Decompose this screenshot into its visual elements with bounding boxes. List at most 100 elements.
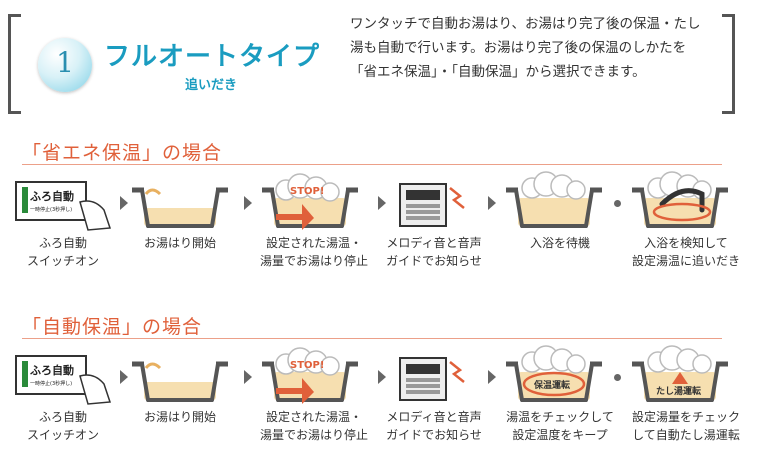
step-label-line2: ガイドでお知らせ bbox=[386, 254, 482, 268]
remote-button-text: ふろ自動 bbox=[30, 189, 74, 203]
panel-buttons bbox=[406, 216, 440, 220]
step-label: 設定湯量をチェックして自動たし湯運転 bbox=[616, 408, 756, 444]
step-label-line2: 湯量でお湯はり停止 bbox=[259, 428, 368, 442]
flow-arrow-icon bbox=[378, 370, 386, 384]
sound-wave-icon bbox=[449, 361, 465, 383]
step-label-line1: ふろ自動 bbox=[38, 410, 87, 424]
hand-icon bbox=[79, 200, 112, 231]
bathtub-stop-icon: STOP! bbox=[262, 173, 358, 230]
type-title: フルオートタイプ bbox=[104, 42, 321, 72]
remote-led bbox=[22, 187, 28, 213]
water-fill bbox=[644, 372, 716, 400]
reheat-arrow bbox=[652, 202, 712, 222]
sound-wave-icon bbox=[449, 187, 465, 209]
flow-arrow-icon bbox=[488, 370, 496, 384]
refill-text: たし湯運転 bbox=[656, 385, 701, 397]
step-label-line1: メロディ音と音声 bbox=[386, 236, 482, 250]
right-bracket bbox=[722, 14, 735, 114]
hand-icon bbox=[79, 374, 112, 405]
flow-arrow-icon bbox=[488, 196, 496, 210]
left-bracket bbox=[8, 14, 21, 114]
remote-led bbox=[22, 361, 28, 387]
bathtub-stop-icon: STOP! bbox=[262, 347, 358, 404]
step-label-line1: お湯はり開始 bbox=[143, 410, 216, 424]
step-label-line2: 湯量でお湯はり停止 bbox=[259, 254, 368, 268]
panel-buttons bbox=[406, 210, 440, 214]
badge-number: 1 bbox=[56, 46, 74, 79]
step-label-line2: スイッチオン bbox=[26, 254, 99, 268]
panel-buttons bbox=[406, 378, 440, 382]
step-label-line2: 設定湯温に追いだき bbox=[631, 254, 740, 268]
description: ワンタッチで自動お湯はり、お湯はり完了後の保温・たし湯も自動で行います。お湯はり… bbox=[350, 16, 701, 80]
flow-arrow-icon bbox=[244, 196, 252, 210]
step-label-line2: 設定温度をキープ bbox=[512, 428, 608, 442]
step-label: 入浴を検知して設定湯温に追いだき bbox=[616, 234, 756, 270]
bathtub-waiting-icon: 保温運転 bbox=[506, 345, 602, 402]
stop-text: STOP! bbox=[290, 360, 324, 371]
steam-cloud bbox=[692, 354, 712, 374]
water-fill bbox=[518, 198, 590, 226]
step-label: メロディ音と音声ガイドでお知らせ bbox=[384, 234, 484, 270]
step-label: 設定された湯温・湯量でお湯はり停止 bbox=[250, 408, 378, 444]
step-label: お湯はり開始 bbox=[128, 234, 232, 252]
flow-arrow-icon bbox=[244, 370, 252, 384]
remote-speaker-icon bbox=[399, 183, 465, 227]
number-badge: 1 bbox=[38, 38, 92, 92]
step-label-line1: 入浴を待機 bbox=[529, 236, 590, 250]
step-label-line1: 設定湯量をチェック bbox=[631, 410, 740, 424]
remote-speaker-icon bbox=[399, 357, 465, 401]
step-label: メロディ音と音声ガイドでお知らせ bbox=[384, 408, 484, 444]
bathtub-filling-icon bbox=[132, 187, 228, 228]
bathtub-action-icon: たし湯運転 bbox=[632, 345, 728, 402]
steam-cloud bbox=[320, 182, 340, 202]
step-label-line2: スイッチオン bbox=[26, 428, 99, 442]
flow-arrow-icon bbox=[120, 370, 128, 384]
water-fill bbox=[144, 208, 216, 226]
section-divider-eco bbox=[22, 164, 722, 165]
remote-sub-text: 一時停止(3秒押し) bbox=[30, 380, 72, 387]
circulation-arrow bbox=[522, 371, 586, 397]
flow-arrow-icon bbox=[120, 196, 128, 210]
steam-cloud bbox=[566, 180, 586, 200]
panel-display bbox=[406, 364, 440, 374]
flow-dot-icon bbox=[614, 374, 621, 381]
stop-text: STOP! bbox=[290, 186, 324, 197]
section-divider-auto bbox=[22, 338, 722, 339]
pour-stream bbox=[144, 362, 162, 370]
bathtub-filling-icon bbox=[132, 361, 228, 402]
step-label-line1: ふろ自動 bbox=[38, 236, 87, 250]
step-label: 湯温をチェックして設定温度をキープ bbox=[498, 408, 622, 444]
refill-arrow bbox=[672, 372, 688, 384]
keep-warm-text: 保温運転 bbox=[533, 379, 570, 391]
section-title-auto: 「自動保温」の場合 bbox=[22, 316, 203, 338]
step-label: 設定された湯温・湯量でお湯はり停止 bbox=[250, 234, 378, 270]
step-label-line2: ガイドでお知らせ bbox=[386, 428, 482, 442]
step-label-line1: メロディ音と音声 bbox=[386, 410, 482, 424]
step-label-line1: 入浴を検知して bbox=[644, 236, 728, 250]
bathtub-action-icon bbox=[632, 171, 728, 228]
flow-dot-icon bbox=[614, 200, 621, 207]
step-label-line1: 設定された湯温・ bbox=[265, 236, 362, 250]
panel-buttons bbox=[406, 390, 440, 394]
remote-button-text: ふろ自動 bbox=[30, 363, 74, 377]
step-label-line1: お湯はり開始 bbox=[143, 236, 216, 250]
bathtub-waiting-icon bbox=[506, 171, 602, 228]
step-label-line1: 設定された湯温・ bbox=[265, 410, 362, 424]
step-label: ふろ自動スイッチオン bbox=[8, 234, 118, 270]
steam-cloud bbox=[320, 356, 340, 376]
step-label: 入浴を待機 bbox=[498, 234, 622, 252]
stop-arrow bbox=[276, 378, 314, 404]
step-label: お湯はり開始 bbox=[128, 408, 232, 426]
step-label-line2: して自動たし湯運転 bbox=[632, 428, 740, 442]
remote-sub-text: 一時停止(3秒押し) bbox=[30, 206, 72, 213]
step-label-line1: 湯温をチェックして bbox=[506, 410, 614, 424]
stop-arrow bbox=[276, 204, 314, 230]
water-fill bbox=[144, 382, 216, 400]
panel-buttons bbox=[406, 204, 440, 208]
steam-cloud bbox=[566, 354, 586, 374]
flow-arrow-icon bbox=[378, 196, 386, 210]
bather-icon bbox=[659, 188, 705, 213]
step-label: ふろ自動スイッチオン bbox=[8, 408, 118, 444]
